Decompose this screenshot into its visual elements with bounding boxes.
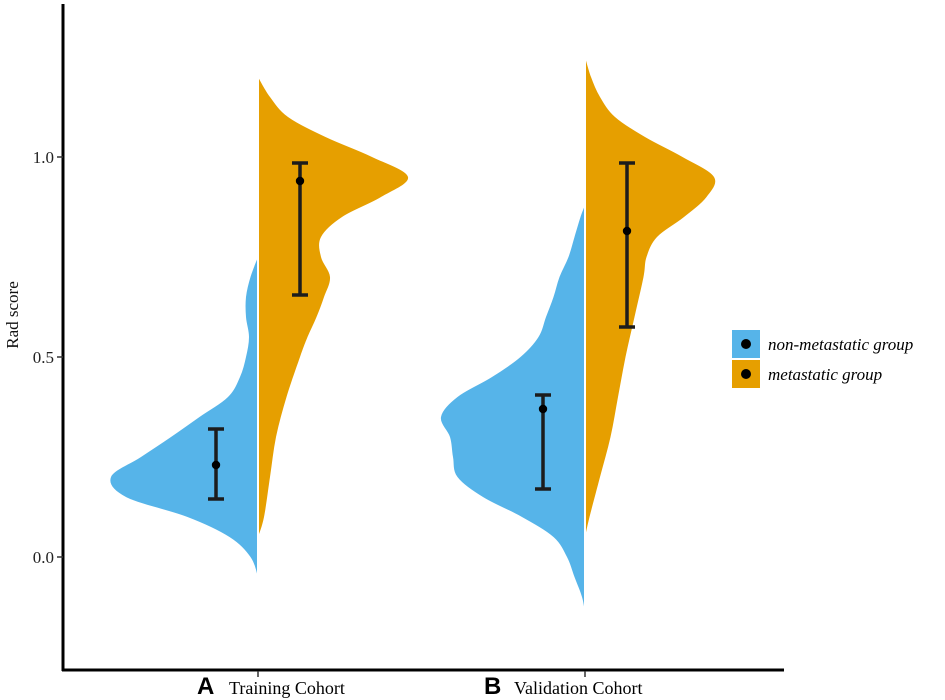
- cohort-label: Validation Cohort: [514, 678, 643, 698]
- legend-item-metastatic: metastatic group: [732, 360, 882, 388]
- violin-non-metastatic-validation: [440, 205, 585, 613]
- error-bar-non-metastatic-validation: [535, 393, 551, 491]
- mean-point-non-metastatic-validation: [538, 404, 548, 414]
- axes: [61, 4, 784, 672]
- mean-point-metastatic-training: [295, 176, 305, 186]
- legend-item-non-metastatic: non-metastatic group: [732, 330, 913, 358]
- x-ticks: A Training Cohort B Validation Cohort: [197, 671, 643, 700]
- violin-metastatic-training: [258, 77, 409, 537]
- violin-non-metastatic-training: [110, 257, 258, 577]
- error-bar-metastatic-validation: [619, 161, 635, 329]
- legend-point-icon: [741, 339, 751, 349]
- y-axis-label: Rad score: [3, 281, 22, 349]
- legend-label: metastatic group: [768, 365, 882, 384]
- mean-point-non-metastatic-training: [211, 460, 221, 470]
- mean-point-metastatic-validation: [622, 226, 632, 236]
- error-bar-non-metastatic-training: [208, 427, 224, 501]
- y-tick-label: 0.5: [33, 348, 54, 367]
- cohort-label: Training Cohort: [229, 678, 345, 698]
- panel-letter: B: [484, 673, 501, 700]
- error-bar-metastatic-training: [292, 161, 308, 297]
- legend: non-metastatic group metastatic group: [732, 330, 913, 388]
- violin-metastatic-validation: [585, 57, 716, 537]
- x-tick-label-training: A Training Cohort: [197, 673, 345, 700]
- y-ticks: 0.0 0.5 1.0: [33, 148, 63, 567]
- panel-letter: A: [197, 673, 214, 700]
- x-tick-label-validation: B Validation Cohort: [484, 673, 643, 700]
- plot-area: [110, 49, 716, 617]
- legend-label: non-metastatic group: [768, 335, 913, 354]
- legend-point-icon: [741, 369, 751, 379]
- y-tick-label: 0.0: [33, 548, 54, 567]
- y-tick-label: 1.0: [33, 148, 54, 167]
